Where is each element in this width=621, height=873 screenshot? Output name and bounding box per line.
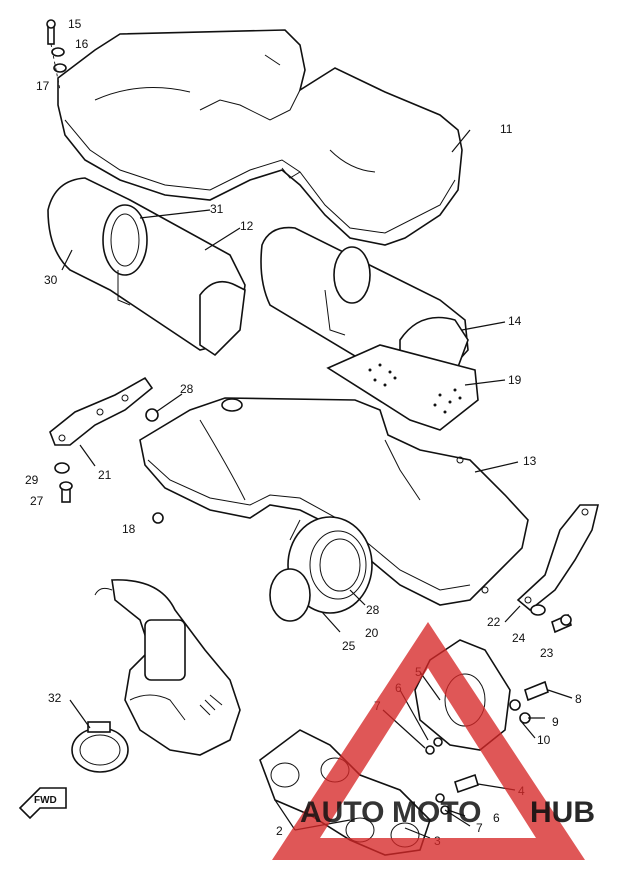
callout-20: 20 bbox=[365, 626, 379, 640]
callout-8: 8 bbox=[575, 692, 582, 706]
callout-12: 12 bbox=[240, 219, 254, 233]
callout-23: 23 bbox=[540, 646, 554, 660]
callout-16: 16 bbox=[75, 37, 89, 51]
mounting-bracket-right bbox=[516, 504, 600, 612]
callout-2: 2 bbox=[276, 824, 283, 838]
callout-11: 11 bbox=[500, 122, 513, 136]
manifold-bolts bbox=[425, 680, 549, 815]
callout-24: 24 bbox=[512, 631, 526, 645]
callout-21: 21 bbox=[98, 468, 112, 482]
callout-7-bottom: 7 bbox=[476, 821, 483, 835]
watermark-auto: AUTO bbox=[300, 796, 384, 829]
air-filter-tube-right bbox=[260, 226, 469, 393]
callout-15: 15 bbox=[68, 17, 82, 31]
automotohub-watermark: AUTO MOTO HUB bbox=[272, 622, 595, 860]
callout-13: 13 bbox=[523, 454, 537, 468]
callout-30: 30 bbox=[44, 273, 58, 287]
washer-24 bbox=[530, 604, 546, 616]
bolt-and-washers-top bbox=[46, 19, 67, 91]
callout-18: 18 bbox=[122, 522, 136, 536]
carburetor bbox=[94, 579, 241, 756]
grommet-28 bbox=[145, 408, 159, 422]
watermark-triangle bbox=[272, 622, 585, 860]
callout-27: 27 bbox=[30, 494, 44, 508]
forward-direction-arrow: FWD bbox=[18, 787, 67, 820]
callout-6-bottom: 6 bbox=[493, 811, 500, 825]
callout-29: 29 bbox=[25, 473, 39, 487]
callout-22: 22 bbox=[487, 615, 501, 629]
callout-32: 32 bbox=[48, 691, 62, 705]
fwd-label: FWD bbox=[34, 795, 57, 806]
callout-28-bottom: 28 bbox=[366, 603, 380, 617]
callout-10: 10 bbox=[537, 733, 551, 747]
o-ring-25 bbox=[269, 568, 311, 622]
filter-screen bbox=[326, 344, 479, 431]
bolt-27 bbox=[59, 481, 73, 503]
bolt-23 bbox=[551, 613, 572, 634]
callout-14: 14 bbox=[508, 314, 522, 328]
air-cleaner-case-lower bbox=[139, 397, 529, 606]
nut-18 bbox=[152, 512, 164, 524]
callout-25: 25 bbox=[342, 639, 356, 653]
hose-clamp bbox=[71, 721, 129, 773]
callout-31: 31 bbox=[210, 202, 224, 216]
washer-29 bbox=[54, 462, 70, 474]
watermark-hub: HUB bbox=[530, 796, 595, 829]
callout-19: 19 bbox=[508, 373, 522, 387]
watermark-moto: MOTO bbox=[392, 796, 481, 829]
callout-28-top: 28 bbox=[180, 382, 194, 396]
mounting-bracket-left bbox=[49, 376, 154, 446]
air-cleaner-case-cover bbox=[57, 29, 463, 246]
callout-17: 17 bbox=[36, 79, 50, 93]
air-filter-tube-left bbox=[47, 177, 246, 357]
callout-labels: 15 16 17 11 31 12 30 14 19 28 13 29 21 2… bbox=[25, 17, 582, 848]
callout-9: 9 bbox=[552, 715, 559, 729]
